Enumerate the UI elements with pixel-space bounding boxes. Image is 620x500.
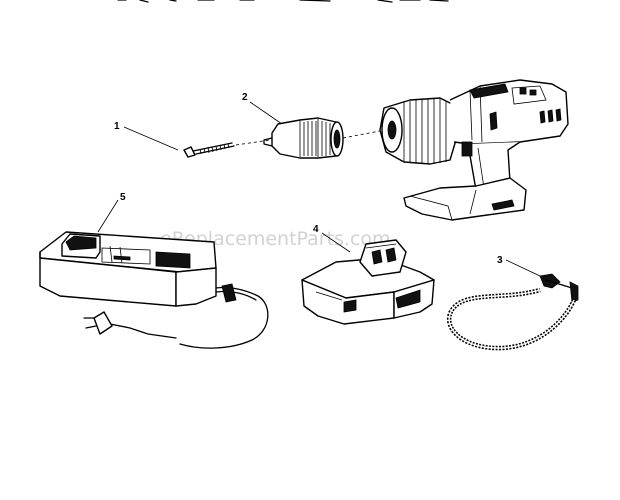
part-label-1: 1 <box>114 121 120 132</box>
part-label-5: 5 <box>120 192 126 203</box>
part-label-3: 3 <box>497 255 503 266</box>
chuck <box>249 101 386 159</box>
watermark-text: eReplacementParts.com <box>160 228 391 250</box>
drill-body <box>379 79 569 221</box>
charger <box>39 199 269 349</box>
part-label-4: 4 <box>313 224 319 235</box>
header-remnant <box>117 0 449 3</box>
screw <box>123 126 271 158</box>
wrist-strap <box>446 259 579 351</box>
battery-pack <box>301 232 435 325</box>
part-label-2: 2 <box>242 92 248 103</box>
